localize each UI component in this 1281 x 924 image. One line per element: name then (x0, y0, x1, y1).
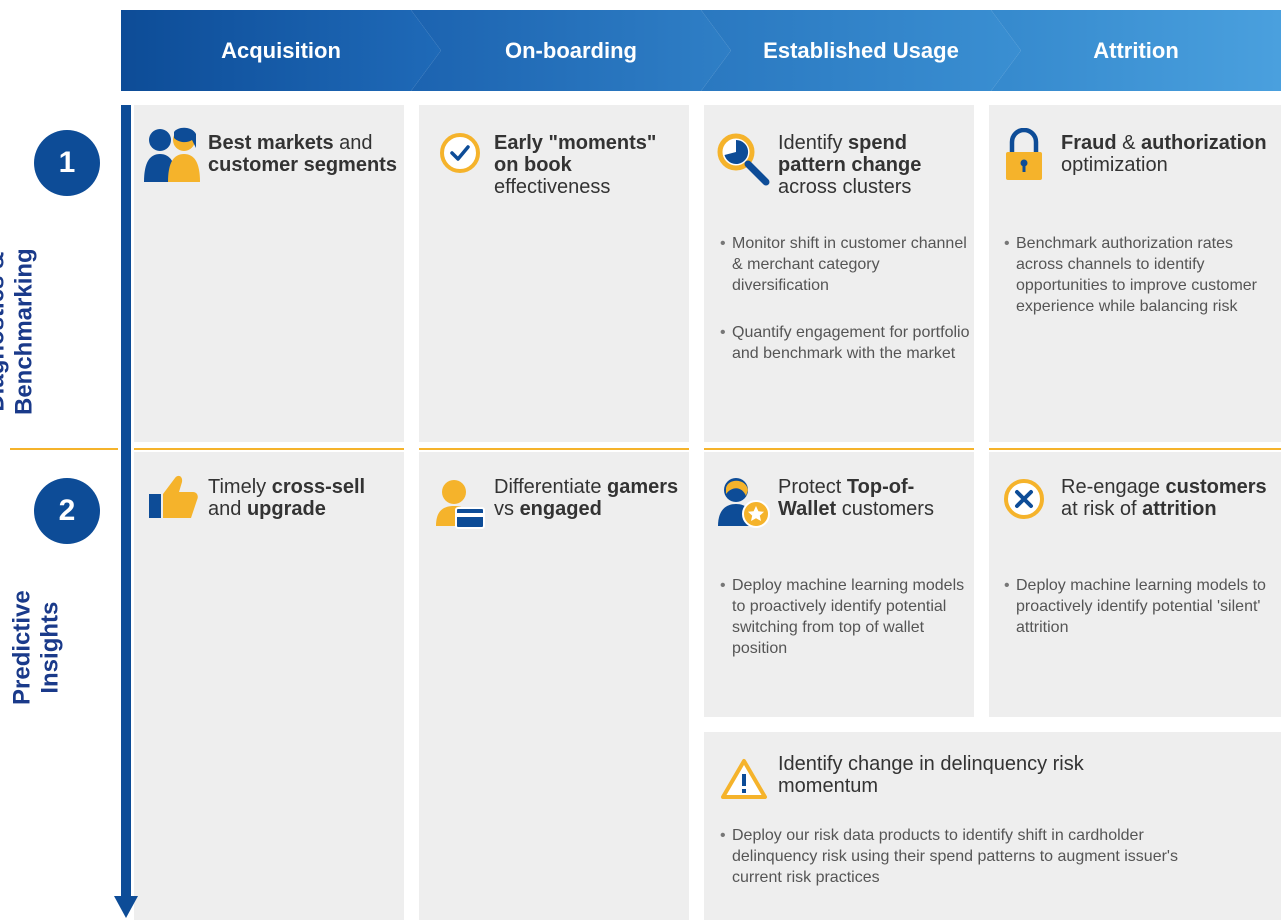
bullet-text: Benchmark authorization rates across cha… (1016, 235, 1257, 315)
row-title-line: Predictive (8, 590, 36, 705)
heading-emphasis: Early "moments" on book (494, 132, 657, 176)
stage-label: Established Usage (763, 37, 959, 63)
cell-heading-r1c2: Early "moments" on book effectiveness (494, 132, 679, 198)
panel-r2c3 (704, 452, 974, 717)
cell-heading-r2c2: Differentiate gamers vs engaged (494, 476, 679, 520)
heading-emphasis: Fraud (1061, 132, 1117, 154)
warning-icon (721, 759, 767, 799)
bullet-dot: • (720, 827, 726, 844)
cell-heading-r2c4: Re-engage customers at risk of attrition (1061, 476, 1271, 520)
stage-established-usage: Established Usage (701, 10, 1021, 91)
bullet-dot: • (720, 324, 726, 341)
x-circle-icon (1004, 479, 1044, 519)
cell-heading-r1c1: Best markets and customer segments (208, 132, 398, 176)
bullet-item: • Monitor shift in customer channel & mer… (720, 233, 970, 296)
cell-heading-r1c3: Identify spend pattern change across clu… (778, 132, 968, 198)
heading-text: and (208, 498, 247, 520)
timeline-arrow (121, 105, 131, 900)
stage-onboarding: On-boarding (411, 10, 731, 91)
user-star-icon (718, 478, 770, 528)
cell-heading-r2c3: Protect Top-of-Wallet customers (778, 476, 968, 520)
stage-label: Acquisition (221, 37, 341, 63)
bullet-item: • Deploy machine learning models to proac… (1004, 575, 1274, 638)
row-separator (134, 448, 404, 450)
heading-text: vs (494, 498, 520, 520)
heading-text: and (333, 132, 373, 154)
heading-text: Differentiate (494, 476, 608, 498)
heading-text: at risk of (1061, 498, 1143, 520)
heading-text: Identify (778, 132, 849, 154)
row-separator (10, 448, 118, 450)
heading-emphasis: customers (1165, 476, 1267, 498)
bullet-dot: • (1004, 577, 1010, 594)
row-separator (419, 448, 689, 450)
heading-text: customers (836, 498, 934, 520)
bullet-text: Quantify engagement for portfolio and be… (732, 324, 970, 362)
row-title-line: Insights (36, 601, 64, 694)
heading-text: across clusters (778, 176, 912, 198)
people-icon (144, 127, 200, 182)
heading-emphasis: engaged (519, 498, 602, 520)
heading-emphasis: attrition (1142, 498, 1217, 520)
row-title-2: Predictive Insights (9, 590, 65, 705)
heading-text: Identify change in delinquency risk mome… (778, 753, 1084, 797)
heading-emphasis: upgrade (246, 498, 326, 520)
bullet-dot: • (720, 235, 726, 252)
heading-text: optimization (1061, 154, 1168, 176)
bullet-item: • Benchmark authorization rates across ch… (1004, 233, 1274, 317)
padlock-icon (1006, 128, 1042, 180)
bullet-item: • Deploy our risk data products to identi… (720, 825, 1190, 888)
row-title-1: Diagnostics & Benchmarking (0, 248, 39, 415)
bullet-text: Deploy our risk data products to identif… (732, 827, 1178, 886)
heading-emphasis: customer segments (208, 154, 397, 176)
bullet-item: • Quantify engagement for portfolio and b… (720, 322, 970, 364)
bullet-text: Deploy machine learning models to proact… (1016, 577, 1266, 636)
bullet-text: Monitor shift in customer channel & merc… (732, 235, 967, 294)
check-circle-icon (440, 133, 480, 173)
heading-text: & (1116, 132, 1142, 154)
magnifier-chart-icon (717, 133, 770, 186)
thumbs-up-icon (149, 475, 198, 518)
stage-label: On-boarding (505, 37, 637, 63)
heading-text: Re-engage (1061, 476, 1166, 498)
heading-text: Timely (208, 476, 272, 498)
bullet-text: Deploy machine learning models to proact… (732, 577, 965, 657)
stage-acquisition: Acquisition (121, 10, 441, 91)
panel-r2c2 (419, 452, 689, 920)
row-number-2: 2 (34, 478, 100, 544)
bullet-item: • Deploy machine learning models to proac… (720, 575, 970, 659)
bullet-dot: • (720, 577, 726, 594)
heading-text: effectiveness (494, 176, 611, 198)
cell-heading-r3: Identify change in delinquency risk mome… (778, 753, 1178, 797)
row-number-1: 1 (34, 130, 100, 196)
cell-heading-r1c4: Fraud & authorization optimization (1061, 132, 1271, 176)
heading-text: Protect (778, 476, 847, 498)
stage-attrition: Attrition (991, 10, 1281, 91)
heading-emphasis: spend pattern change (778, 132, 922, 176)
panel-r2c1 (134, 452, 404, 920)
row-separator (989, 448, 1281, 450)
panel-r3 (704, 732, 1281, 920)
heading-emphasis: cross-sell (271, 476, 366, 498)
heading-emphasis: authorization (1141, 132, 1267, 154)
bullet-dot: • (1004, 235, 1010, 252)
row-title-line: Benchmarking (10, 248, 38, 415)
heading-emphasis: gamers (607, 476, 679, 498)
row-title-line: Diagnostics & (0, 252, 10, 412)
row-separator (704, 448, 974, 450)
cell-heading-r2c1: Timely cross-sell and upgrade (208, 476, 398, 520)
heading-emphasis: Best markets (208, 132, 334, 154)
user-card-icon (436, 480, 485, 529)
heading-emphasis: Top-of-Wallet (778, 476, 915, 520)
arrow-head-icon (114, 896, 138, 918)
stage-label: Attrition (1093, 37, 1179, 63)
